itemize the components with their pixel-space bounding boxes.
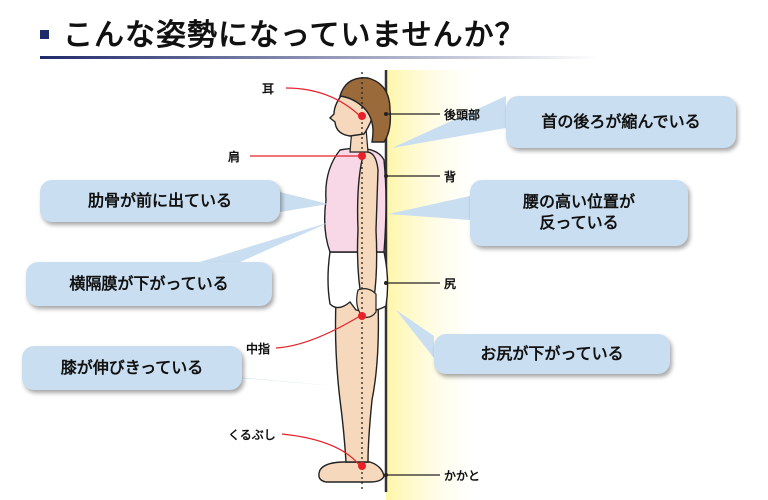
label-ear: 耳 — [262, 82, 275, 96]
label-shoulder: 肩 — [228, 150, 241, 164]
neck-pointer — [392, 96, 506, 148]
hair — [339, 77, 392, 143]
shoulder-marker — [358, 152, 366, 160]
page-title: こんな姿勢になっていませんか？ — [40, 10, 760, 54]
back-of-head-dot — [384, 112, 388, 116]
arm — [356, 151, 379, 303]
ankle-marker — [358, 462, 366, 470]
hip-pointer — [396, 310, 434, 358]
label-buttocks: 尻 — [444, 277, 457, 291]
title-underline — [40, 56, 600, 59]
callout-diaphragm: 横隔膜が下がっている — [26, 262, 272, 306]
lower-back-pointer — [388, 196, 470, 220]
label-ankle: くるぶし — [228, 428, 276, 442]
heel-dot — [384, 473, 388, 477]
finger-marker — [358, 312, 366, 320]
ear-leader — [285, 87, 361, 117]
callout-knee: 膝が伸びきっている — [22, 346, 242, 390]
diaphragm-pointer — [200, 222, 330, 262]
label-back: 背 — [444, 170, 457, 184]
callout-neck: 首の後ろが縮んでいる — [506, 96, 736, 148]
ear-marker — [358, 112, 366, 120]
label-back-of-head: 後頭部 — [444, 108, 481, 122]
hand — [356, 288, 377, 318]
label-heel: かかと — [444, 469, 481, 483]
callout-hip: お尻が下がっている — [434, 334, 670, 374]
buttocks-dot — [384, 281, 388, 285]
title-bullet-icon — [40, 29, 49, 39]
legs — [334, 299, 380, 463]
callout-lower-back: 腰の高い位置が 反っている — [470, 180, 688, 246]
callout-ribs: 肋骨が前に出ている — [40, 180, 280, 222]
ribs-pointer — [280, 192, 328, 212]
feet — [318, 461, 385, 483]
wall-glow — [386, 70, 476, 500]
ankle-leader — [281, 433, 361, 467]
back-dot — [384, 174, 388, 178]
finger-leader — [275, 315, 361, 349]
title-text: こんな姿勢になっていませんか？ — [63, 18, 526, 53]
label-middle-finger: 中指 — [246, 342, 271, 356]
